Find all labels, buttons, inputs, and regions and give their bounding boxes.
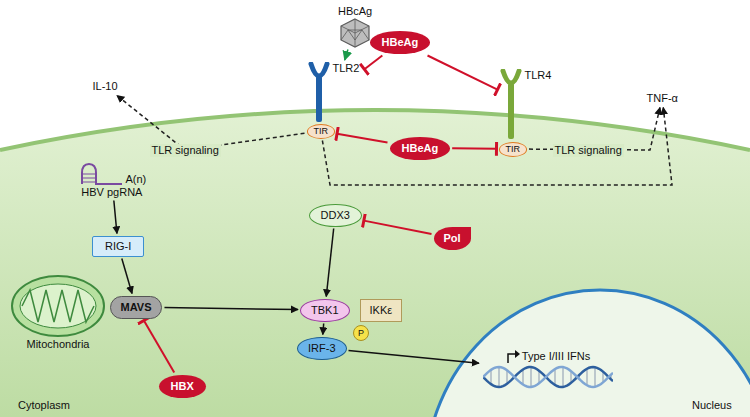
region-label: Cytoplasm (18, 399, 70, 412)
receptor: TLR4 (500, 69, 555, 139)
node-text: HBeAg (382, 36, 419, 49)
activation-arrow (326, 229, 333, 297)
activation-arrow (322, 108, 672, 186)
phosphate-dot: P (353, 325, 369, 341)
activation-arrow (349, 351, 480, 364)
rna-hairpin (78, 162, 124, 186)
node-text: TIR (506, 144, 521, 155)
cytokine-label: IL-10 (91, 79, 120, 94)
receptor-shape (500, 69, 522, 139)
node-text: IL-10 (93, 80, 118, 93)
edge-label: TLR signaling (150, 144, 221, 157)
node-text: TBK1 (311, 304, 339, 317)
inhibition-line (428, 56, 498, 90)
node-text: TLR2 (333, 62, 360, 75)
virus-icon (338, 18, 372, 48)
node-text: HBcAg (338, 5, 372, 18)
node-text: DDX3 (321, 209, 350, 222)
node-text: TNF-α (647, 92, 678, 105)
gene-locus: Type I/III IFNs (481, 349, 615, 391)
virus-antigen: HBcAg (336, 5, 374, 48)
inhibition-line (144, 321, 174, 373)
viral-protein: HBeAg (370, 31, 431, 54)
transcription-factor: IRF-3 (297, 337, 347, 360)
node-text: TIR (314, 126, 329, 137)
region-label: Nucleus (692, 399, 732, 412)
cytokine-label: TNF-α (645, 91, 680, 106)
viral-protein: HBX (159, 375, 206, 398)
edge-label: TLR signaling (553, 144, 624, 157)
node-text: Type I/III IFNs (522, 350, 590, 363)
kinase-box: IKKε (360, 299, 403, 322)
nucleus-outline (425, 290, 750, 417)
transcription-start-arrow (506, 349, 520, 363)
node-text: HBV pgRNA (81, 186, 142, 199)
viral-protein: HBeAg (390, 137, 451, 160)
dna-helix (483, 363, 613, 391)
viral-rna: A(n)HBV pgRNA (76, 162, 149, 199)
mitochondrion: Mitochondria (8, 274, 108, 351)
cell-membrane (0, 110, 750, 150)
node-text: HBX (171, 380, 194, 393)
receptor: TLR2 (308, 62, 363, 122)
activation-arrow (345, 50, 348, 61)
node-text: RIG-I (105, 240, 131, 253)
inhibition-line (452, 147, 496, 149)
tir-domain: TIR (499, 142, 528, 157)
node-text: IRF-3 (308, 342, 336, 355)
activation-arrow (114, 201, 117, 234)
node-text: P (358, 328, 364, 338)
node-text: HBeAg (402, 142, 439, 155)
activation-arrow (322, 324, 324, 335)
viral-protein: Pol (434, 227, 471, 250)
activation-arrow (122, 259, 132, 294)
activation-arrow (117, 96, 305, 151)
node-text: IKKε (370, 304, 393, 317)
inhibition-line (337, 134, 388, 143)
activation-arrow (164, 307, 298, 309)
inhibition-line (364, 56, 382, 70)
node-text: Mitochondria (27, 338, 90, 351)
node-text: TLR4 (525, 69, 552, 82)
helicase-oval: DDX3 (309, 204, 362, 227)
node-text: A(n) (126, 173, 147, 186)
tir-domain: TIR (307, 124, 336, 139)
adaptor-oval: MAVS (110, 296, 163, 319)
inhibition-line (364, 221, 432, 234)
sensor-box: RIG-I (92, 236, 144, 257)
mitochondrion-shape (10, 274, 106, 338)
receptor-shape (308, 62, 330, 122)
node-text: MAVS (121, 301, 152, 314)
kinase-oval: TBK1 (300, 299, 350, 322)
node-text: Pol (444, 232, 461, 245)
